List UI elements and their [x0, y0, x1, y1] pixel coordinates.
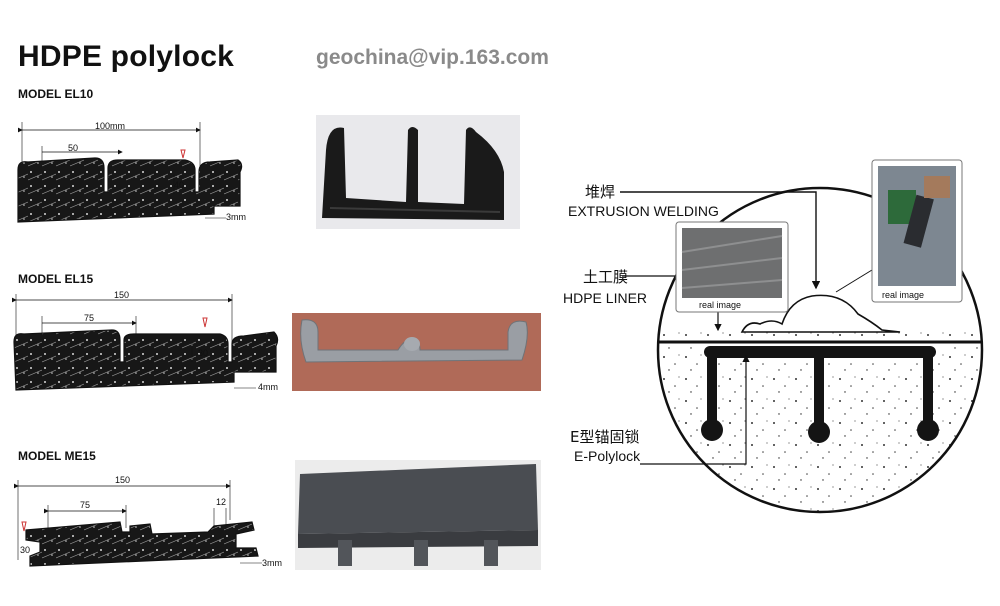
liner-label-cn: 土工膜 [583, 268, 629, 286]
el10-photo [316, 115, 520, 229]
el10-width-label: 100mm [95, 121, 126, 131]
welding-photo-caption: real image [882, 290, 925, 300]
model-el10-label: MODEL EL10 [18, 87, 94, 101]
me15-photo [295, 460, 541, 570]
el10-thickness-label: 3mm [226, 212, 246, 222]
el15-profile-drawing [12, 294, 279, 391]
me15-height-label: 30 [20, 545, 31, 555]
liner-label-en: HDPE LINER [563, 290, 648, 306]
lock-label-en: E-Polylock [574, 448, 641, 464]
el15-height-label: 30 [198, 348, 209, 358]
contact-email[interactable]: geochina@vip.163.com [316, 46, 549, 69]
el10-height-label: 40 [174, 180, 185, 190]
lock-label-cn: E型锚固锁 [570, 428, 640, 446]
liner-photo-caption: real image [699, 300, 742, 310]
me15-thickness-label: 3mm [262, 558, 282, 568]
me15-profile-drawing [14, 480, 262, 567]
el10-pitch-label: 50 [68, 143, 79, 153]
el15-width-label: 150 [114, 290, 130, 300]
model-me15-label: MODEL ME15 [18, 449, 96, 463]
liner-real-image [675, 221, 789, 313]
me15-tooth-label: 12 [216, 497, 227, 507]
el15-photo [292, 313, 541, 391]
me15-pitch-label: 75 [80, 500, 91, 510]
me15-width-label: 150 [115, 475, 131, 485]
model-el15-label: MODEL EL15 [18, 272, 94, 286]
welding-label-en: EXTRUSION WELDING [568, 203, 719, 219]
el15-thickness-label: 4mm [258, 382, 278, 392]
el15-pitch-label: 75 [84, 313, 95, 323]
welding-real-image [871, 159, 963, 303]
page-title: HDPE polylock [18, 40, 234, 73]
el10-profile-drawing [17, 122, 243, 223]
welding-label-cn: 堆焊 [585, 183, 616, 201]
